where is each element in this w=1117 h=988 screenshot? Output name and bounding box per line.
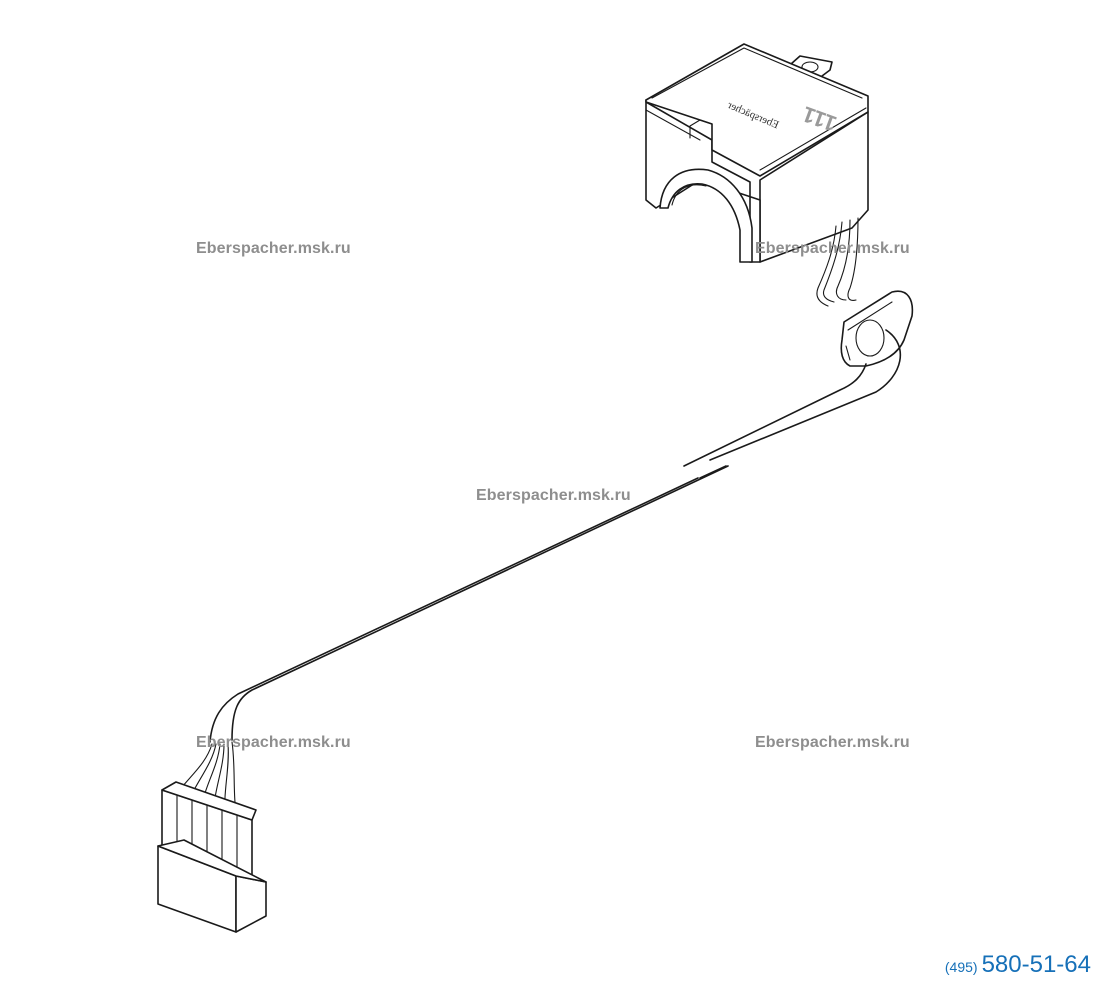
cable-connector [157,781,267,933]
watermark-text: Eberspacher.msk.ru [755,240,910,257]
cable-grommet [840,290,914,367]
contact-phone: (495)580-51-64 [945,951,1091,979]
watermark-text: Eberspacher.msk.ru [755,734,910,751]
housing-right-face [759,111,869,263]
sensor-housing: Eberspächer 111 [645,43,869,263]
watermark-text: Eberspacher.msk.ru [196,734,351,751]
housing-arch [659,168,753,263]
phone-area-code: (495) [944,959,978,975]
watermark-text: Eberspacher.msk.ru [196,240,351,257]
phone-number: 580-51-64 [981,951,1091,978]
main-cable [209,329,902,743]
housing-wires [816,217,859,307]
watermark-text: Eberspacher.msk.ru [476,487,631,504]
